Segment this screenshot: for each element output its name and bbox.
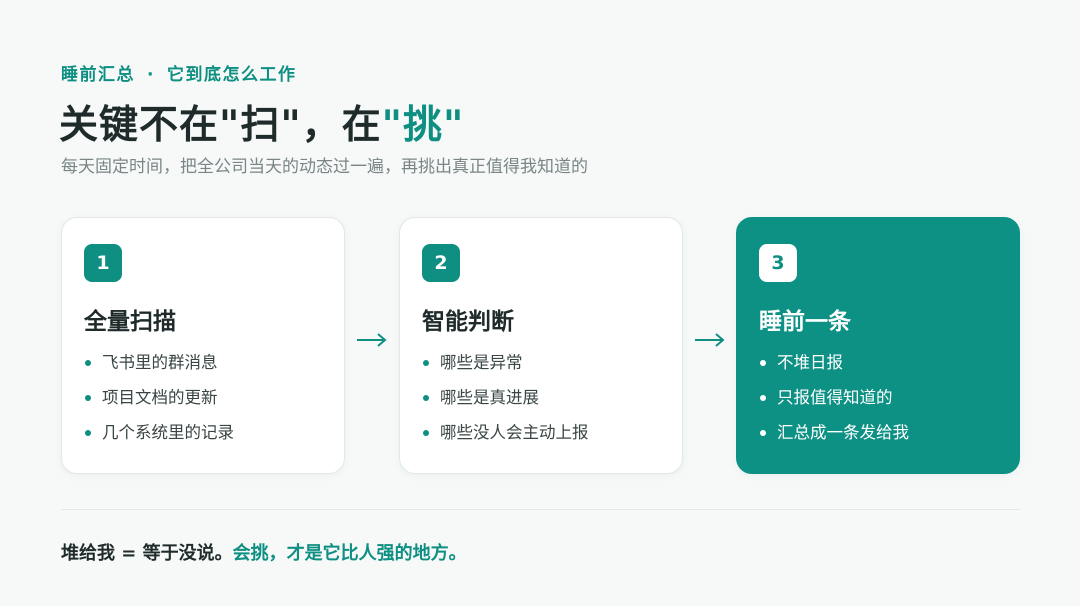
list-item: 哪些没人会主动上报: [422, 422, 589, 457]
list-item: 哪些是真进展: [422, 387, 589, 422]
footer-main: 堆给我 = 等于没说。: [61, 543, 233, 564]
title-main: 关键不在"扫"，在: [59, 103, 382, 148]
list-item: 不堆日报: [759, 352, 909, 387]
kicker-left: 睡前汇总: [61, 65, 135, 85]
arrow-right-icon: [692, 330, 728, 350]
step-number-badge: 2: [422, 244, 460, 282]
list-item: 几个系统里的记录: [84, 422, 234, 457]
list-item: 只报值得知道的: [759, 387, 909, 422]
step-number-badge: 3: [759, 244, 797, 282]
arrow-right-icon: [354, 330, 390, 350]
footer-accent: 会挑，才是它比人强的地方。: [232, 543, 467, 564]
list-item: 哪些是异常: [422, 352, 589, 387]
step-title: 智能判断: [422, 309, 514, 335]
step-card-2: 2 智能判断 哪些是异常 哪些是真进展 哪些没人会主动上报: [399, 217, 683, 474]
step-card-3: 3 睡前一条 不堆日报 只报值得知道的 汇总成一条发给我: [736, 217, 1020, 474]
page-subtitle: 每天固定时间，把全公司当天的动态过一遍，再挑出真正值得我知道的: [61, 157, 588, 177]
step-title: 全量扫描: [84, 309, 176, 335]
page-title: 关键不在"扫"，在"挑": [59, 94, 464, 150]
step-item-list: 哪些是异常 哪些是真进展 哪些没人会主动上报: [422, 352, 589, 457]
kicker-separator: ·: [147, 65, 155, 85]
kicker-right: 它到底怎么工作: [166, 65, 297, 85]
list-item: 汇总成一条发给我: [759, 422, 909, 457]
section-kicker: 睡前汇总 · 它到底怎么工作: [61, 60, 296, 85]
title-accent: "挑": [381, 103, 465, 148]
list-item: 项目文档的更新: [84, 387, 234, 422]
step-card-1: 1 全量扫描 飞书里的群消息 项目文档的更新 几个系统里的记录: [61, 217, 345, 474]
step-title: 睡前一条: [759, 309, 851, 335]
footer-divider: [61, 509, 1020, 510]
step-number-badge: 1: [84, 244, 122, 282]
footer-tagline: 堆给我 = 等于没说。会挑，才是它比人强的地方。: [61, 539, 467, 565]
list-item: 飞书里的群消息: [84, 352, 234, 387]
step-item-list: 不堆日报 只报值得知道的 汇总成一条发给我: [759, 352, 909, 457]
step-item-list: 飞书里的群消息 项目文档的更新 几个系统里的记录: [84, 352, 234, 457]
